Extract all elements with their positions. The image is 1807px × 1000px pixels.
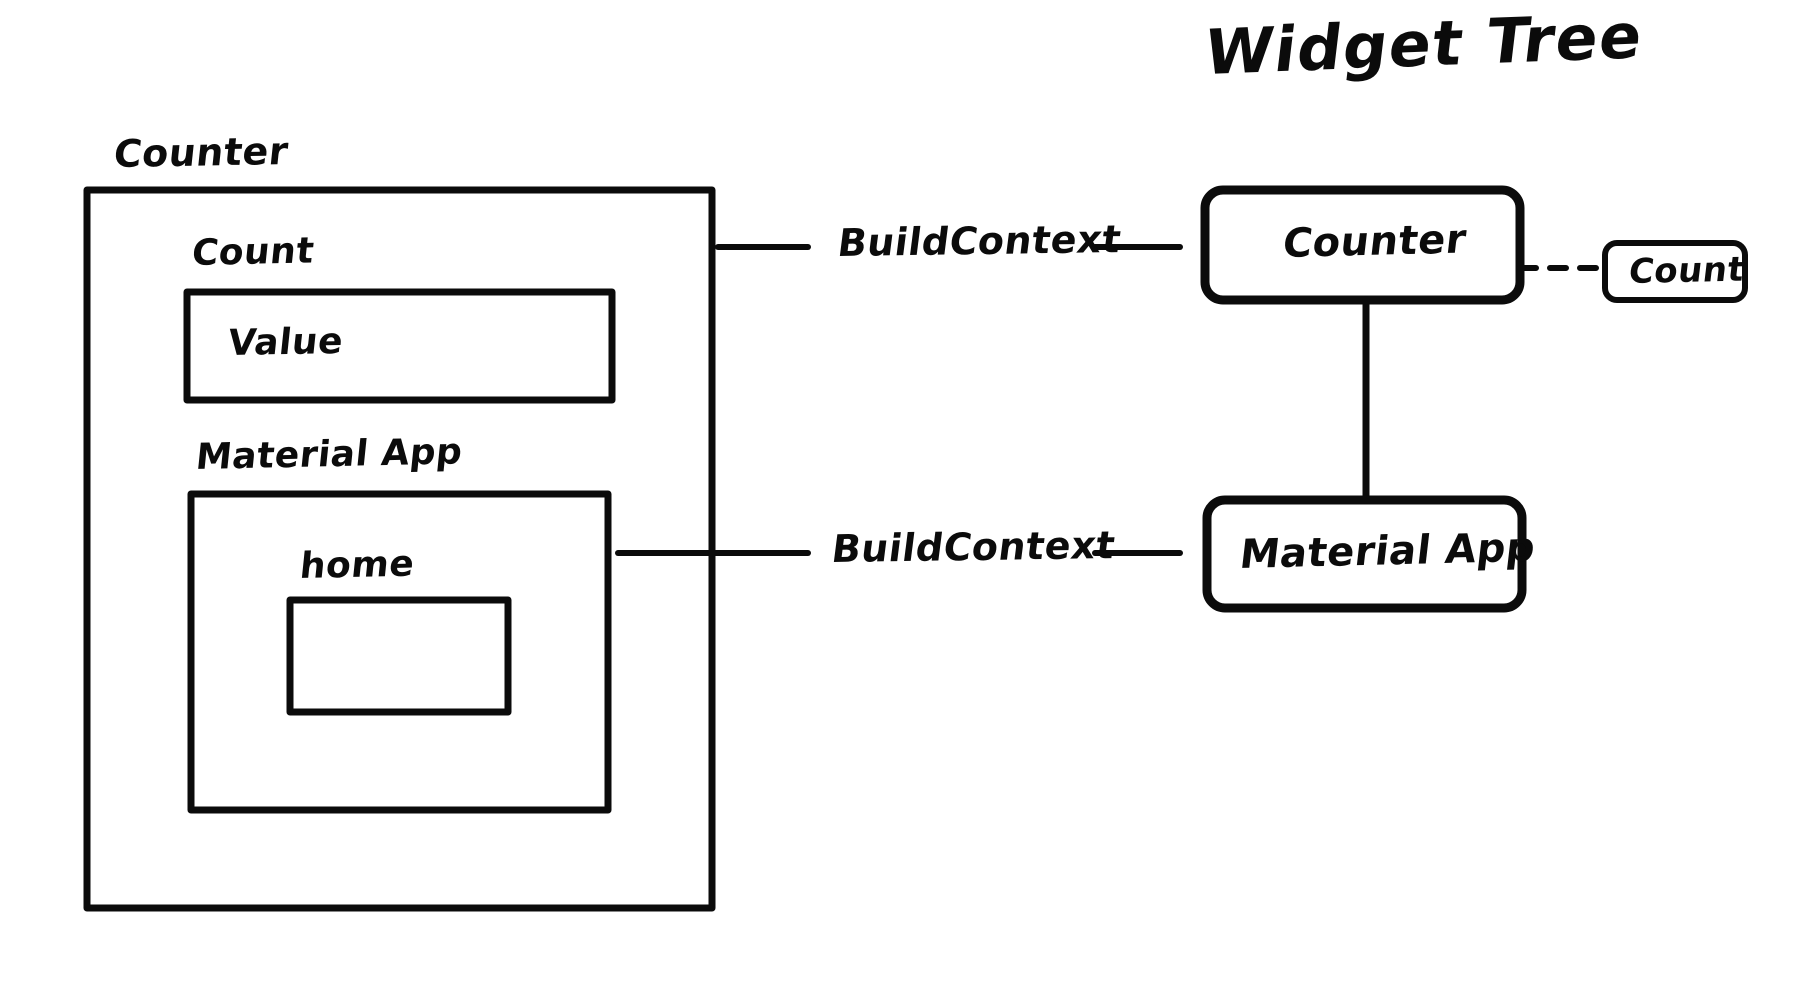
material-app-group-label: Material App [193, 431, 465, 479]
page-title: Widget Tree [1200, 0, 1648, 90]
count-node-label: Count [1626, 249, 1747, 293]
count-node-shape [1602, 240, 1748, 303]
home-box [286, 596, 512, 716]
outer-counter-box [83, 186, 716, 912]
material-app-node-label: Material App [1237, 524, 1538, 579]
value-text: Value [225, 320, 346, 365]
home-group-label: home [297, 543, 417, 588]
buildcontext-label-bottom: BuildContext [829, 523, 1118, 572]
material-app-box [187, 490, 612, 814]
count-box [183, 288, 616, 404]
count-group-label: Count [189, 230, 317, 275]
buildcontext-label-top: BuildContext [835, 217, 1124, 266]
outer-counter-label: Counter [111, 128, 291, 177]
counter-node-label: Counter [1280, 216, 1469, 268]
